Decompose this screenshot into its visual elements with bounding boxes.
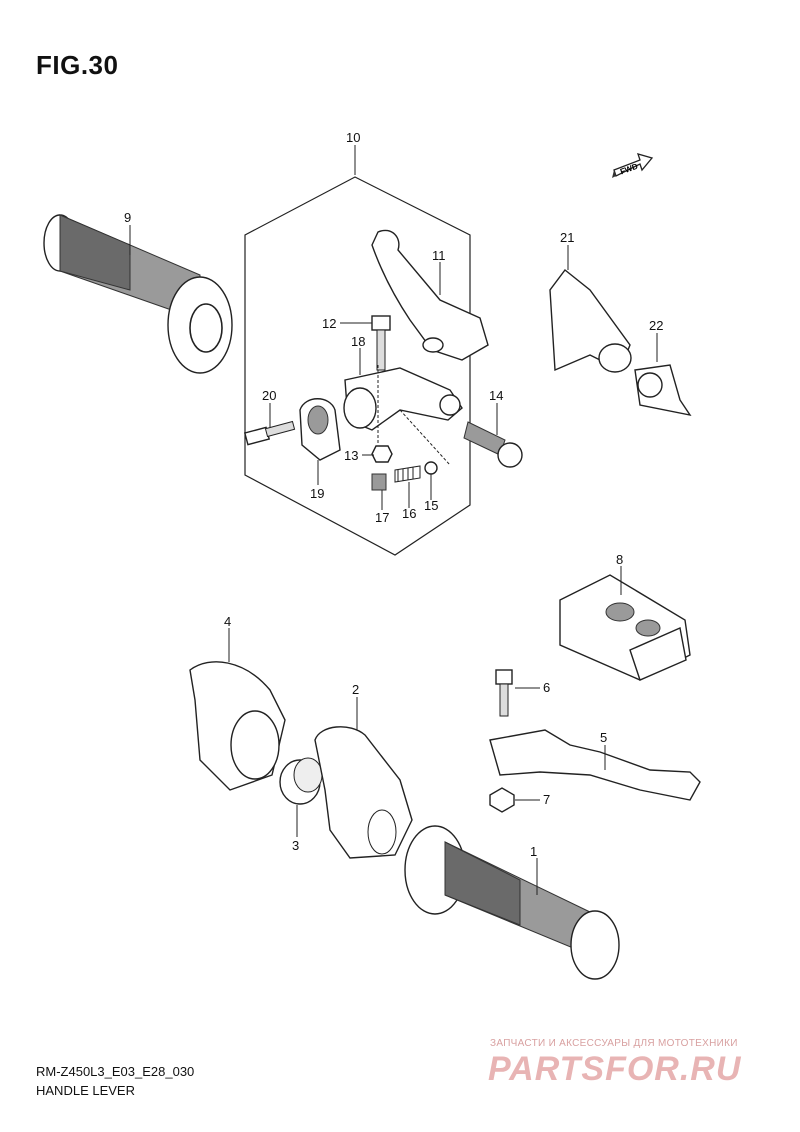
callout-11: 11: [432, 248, 446, 263]
part-6-bolt: [495, 669, 513, 717]
callout-20: 20: [262, 388, 276, 403]
part-7-nut: [489, 787, 515, 813]
callout-19: 19: [310, 486, 324, 501]
callout-12: 12: [322, 316, 336, 331]
callout-15: 15: [424, 498, 438, 513]
callout-13: 13: [344, 448, 358, 463]
part-15-ball: [424, 461, 438, 475]
part-1-right-grip: [404, 825, 620, 980]
callout-numbers: 1 2 3 4 5 6 7 8 9 10 11 12 13 14 15 16 1…: [124, 130, 663, 859]
assembly-10-boundary: [244, 176, 471, 556]
callout-10: 10: [346, 130, 360, 145]
part-11-lever: [371, 229, 489, 361]
callout-8: 8: [616, 552, 623, 567]
part-21-cover: [549, 269, 632, 373]
callout-21: 21: [560, 230, 574, 245]
part-18-lever-holder: [343, 367, 463, 431]
callout-5: 5: [600, 730, 607, 745]
callout-14: 14: [489, 388, 503, 403]
fwd-label: FWD: [619, 162, 639, 177]
callout-17: 17: [375, 510, 389, 525]
callout-18: 18: [351, 334, 365, 349]
part-22-adjuster: [634, 364, 692, 417]
part-5-lever: [489, 729, 701, 801]
part-2-throttle-housing: [314, 726, 413, 859]
leader-lines: [129, 145, 658, 895]
callout-4: 4: [224, 614, 231, 629]
part-8-cover: [559, 574, 691, 681]
part-20-bolt: [243, 420, 296, 446]
part-19-clamp: [299, 398, 341, 461]
part-3-collar: [279, 757, 323, 805]
callout-2: 2: [352, 682, 359, 697]
footer-model-code: RM-Z450L3_E03_E28_030: [36, 1064, 195, 1079]
part-12-bolt: [371, 315, 391, 371]
part-16-spring: [394, 465, 421, 483]
part-4-guard: [189, 661, 286, 791]
part-9-left-grip: [43, 214, 233, 374]
callout-6: 6: [543, 680, 550, 695]
fwd-arrow-icon: FWD: [612, 153, 654, 178]
callout-9: 9: [124, 210, 131, 225]
callout-1: 1: [530, 844, 537, 859]
callout-7: 7: [543, 792, 550, 807]
part-13-nut: [371, 445, 393, 463]
callout-16: 16: [402, 506, 416, 521]
callout-22: 22: [649, 318, 663, 333]
callout-3: 3: [292, 838, 299, 853]
footer-section-name: HANDLE LEVER: [36, 1083, 135, 1098]
watermark-logo: PARTSFOR.RU: [488, 1050, 742, 1088]
part-14-adjuster: [463, 421, 523, 468]
figure-title: FIG.30: [36, 50, 119, 80]
part-17-spring: [371, 473, 387, 491]
watermark-tagline: ЗАПЧАСТИ И АКСЕССУАРЫ ДЛЯ МОТОТЕХНИКИ: [490, 1038, 738, 1049]
